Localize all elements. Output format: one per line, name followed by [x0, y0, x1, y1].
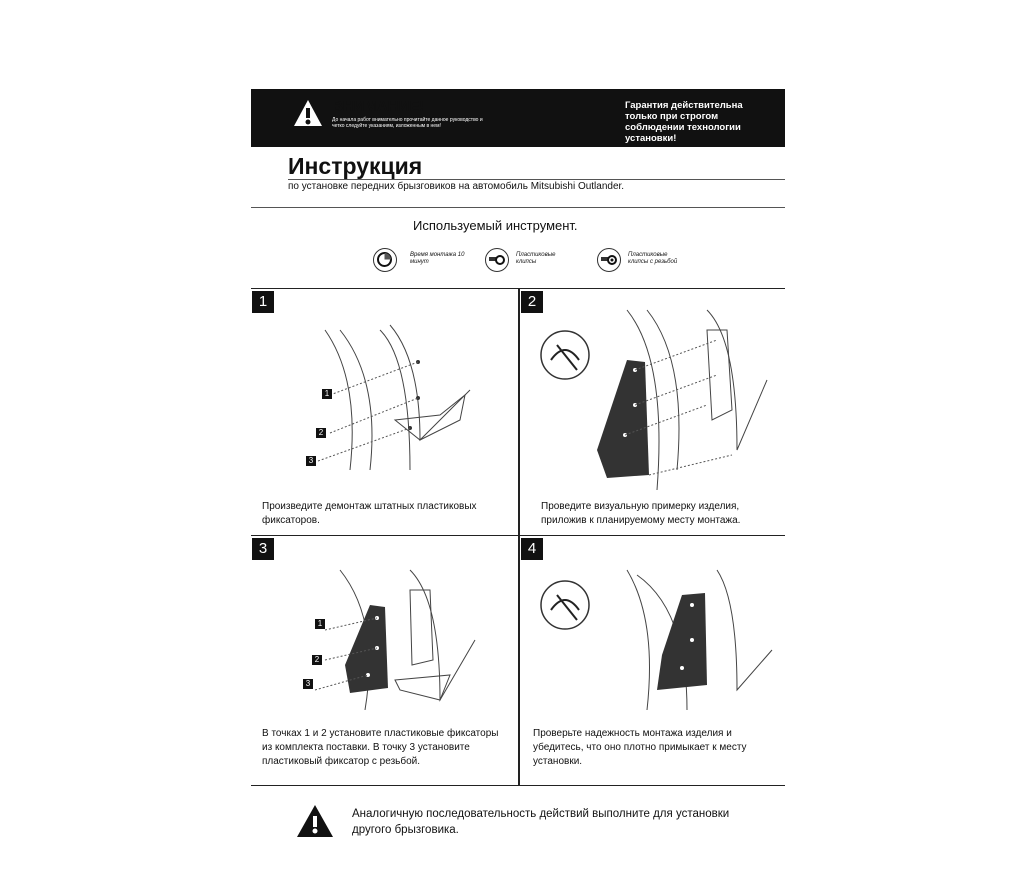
- warning-text: До начала работ внимательно прочитайте д…: [332, 117, 483, 129]
- warning-banner: [251, 89, 785, 147]
- marker: 1: [322, 389, 332, 399]
- plastic-clip-icon: [485, 248, 509, 272]
- clock-icon: [373, 248, 397, 272]
- warning-icon: [297, 805, 333, 837]
- marker: 1: [315, 619, 325, 629]
- step-number: 4: [521, 538, 543, 560]
- step-4-illustration: [540, 569, 773, 710]
- step-caption: Проверьте надежность монтажа изделия и у…: [533, 728, 747, 767]
- page-subtitle: по установке передних брызговиков на авт…: [288, 181, 625, 192]
- marker: 2: [316, 428, 326, 438]
- step-number: 3: [252, 538, 274, 560]
- tools-title: Используемый инструмент.: [413, 218, 578, 233]
- warning-title: ВНИМАНИЕ!: [332, 98, 425, 115]
- marker: 3: [303, 679, 313, 689]
- footer-note: Аналогичную последовательность действий …: [352, 808, 730, 836]
- warning-icon: [294, 100, 322, 126]
- step-1-illustration: [317, 324, 471, 471]
- threaded-clip-icon: [597, 248, 621, 272]
- divider: [518, 288, 520, 785]
- page-title: Инструкция: [288, 153, 423, 179]
- step-2-illustration: [540, 309, 768, 490]
- step-caption: Произведите демонтаж штатных пластиковых…: [262, 501, 477, 526]
- step-3-illustration: [314, 569, 476, 710]
- tool-label: Пластиковые клипсы: [516, 252, 556, 265]
- divider: [251, 207, 785, 208]
- step-number: 2: [521, 291, 543, 313]
- divider: [288, 179, 785, 180]
- step-number: 1: [252, 291, 274, 313]
- tool-label: Время монтажа 10 минут: [410, 252, 465, 265]
- step-caption: В точках 1 и 2 установите пластиковые фи…: [262, 728, 499, 767]
- divider: [251, 785, 785, 786]
- marker: 2: [312, 655, 322, 665]
- tool-label: Пластиковые клипсы с резьбой: [628, 252, 678, 265]
- marker: 3: [306, 456, 316, 466]
- step-caption: Проведите визуальную примерку изделия, п…: [541, 501, 741, 526]
- guarantee-text: Гарантия действительна только при строго…: [625, 100, 743, 144]
